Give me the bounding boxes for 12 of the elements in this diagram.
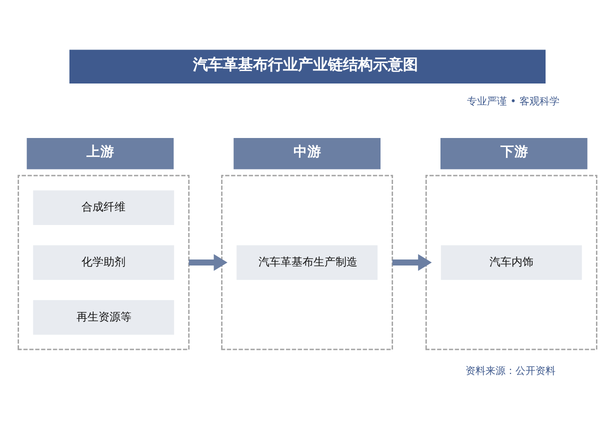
label: 资料来源：公开资料 (465, 366, 556, 378)
cluster (18, 174, 190, 350)
node-box: 汽车革基布生产制造 (236, 245, 378, 280)
cluster (425, 174, 598, 350)
diagram-title: 汽车革基布行业产业链结构示意图 (193, 56, 418, 74)
label: 专业严谨 • 客观科学 (467, 96, 560, 108)
node-box: 下游 (440, 138, 588, 170)
node-box: 中游 (234, 138, 381, 170)
cluster (221, 174, 394, 350)
arrow (392, 254, 432, 271)
arrow (188, 254, 228, 271)
node-box: 上游 (26, 138, 174, 170)
